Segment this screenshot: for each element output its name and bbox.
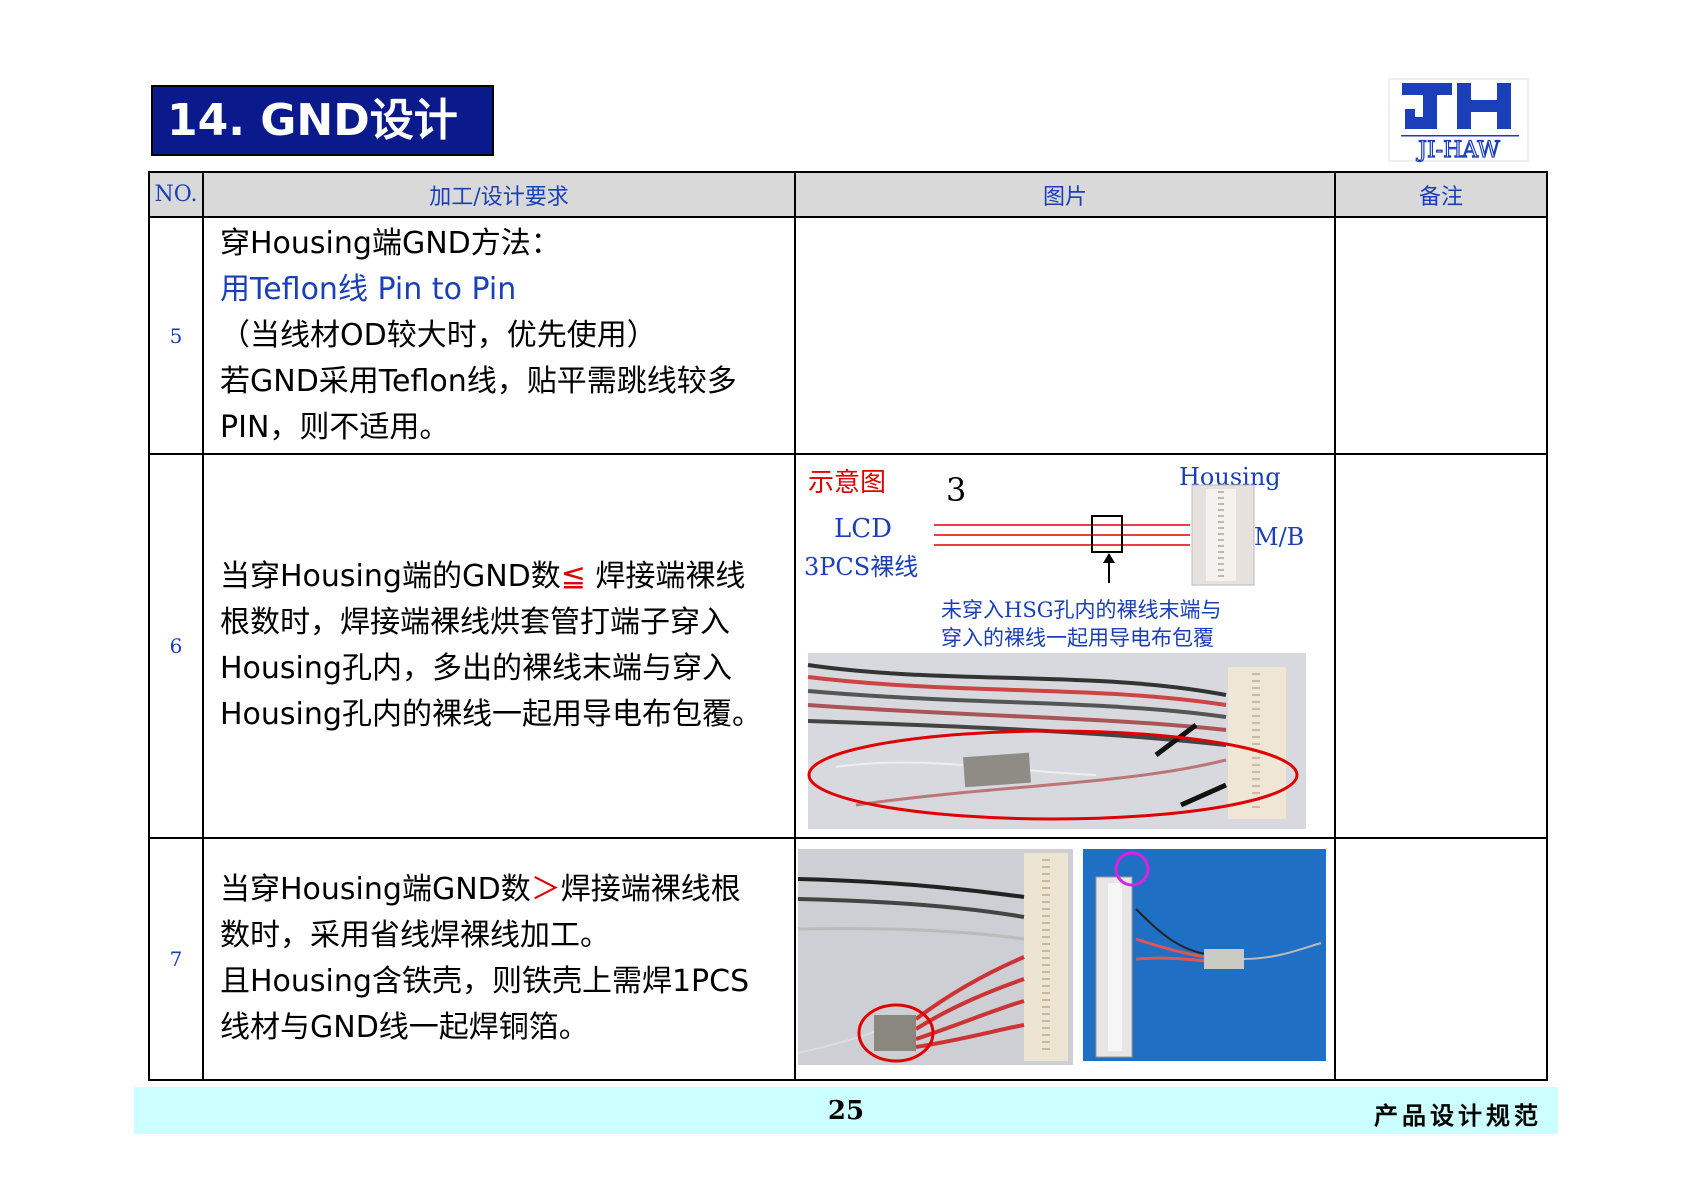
- requirement-cell: 当穿Housing端GND数＞焊接端裸线根 数时，采用省线焊裸线加工。 且Hou…: [202, 837, 796, 1081]
- handwritten-mark: 3: [946, 471, 966, 509]
- table-header-row: NO. 加工/设计要求 图片 备注: [148, 171, 1548, 218]
- caption-line-1: 未穿入HSG孔内的裸线末端与: [941, 598, 1221, 622]
- requirement-cell: 穿Housing端GND方法： 用Teflon线 Pin to Pin （当线材…: [202, 216, 796, 455]
- spec-table: NO. 加工/设计要求 图片 备注 5 穿Housing端GND方法： 用Tef…: [148, 171, 1548, 1081]
- header-picture: 图片: [794, 171, 1336, 218]
- picture-cell: 示意图 3 LCD 3PCS裸线 Housing M/B: [794, 453, 1336, 839]
- cable-photo-right: [1083, 849, 1326, 1061]
- requirement-line: 若GND采用Teflon线，贴平需跳线较多: [220, 363, 737, 399]
- greater-than-symbol: ＞: [530, 872, 561, 907]
- table-row: 6 当穿Housing端的GND数≦ 焊接端裸线 根数时，焊接端裸线烘套管打端子…: [148, 453, 1548, 839]
- table-row: 5 穿Housing端GND方法： 用Teflon线 Pin to Pin （当…: [148, 216, 1548, 455]
- footer-bar: 25 产品设计规范: [134, 1087, 1558, 1134]
- requirement-line: 用Teflon线 Pin to Pin: [220, 271, 517, 307]
- logo-text: JI-HAW: [1416, 138, 1500, 163]
- caption-line-2: 穿入的裸线一起用导电布包覆: [941, 626, 1214, 650]
- picture-cell: [794, 216, 1336, 455]
- arrow-icon: [1103, 553, 1115, 563]
- row-number: 6: [148, 453, 204, 839]
- cable-photo: [807, 653, 1306, 829]
- note-cell: [1334, 837, 1548, 1081]
- header-note: 备注: [1334, 171, 1548, 218]
- lcd-label: LCD: [834, 514, 892, 544]
- row-number: 5: [148, 216, 204, 455]
- header-no: NO.: [148, 171, 204, 218]
- requirement-line: 线材与GND线一起焊铜箔。: [220, 1010, 589, 1045]
- wrap-box: [1091, 515, 1123, 553]
- requirement-line: （当线材OD较大时，优先使用）: [220, 317, 657, 353]
- requirement-line: 当穿Housing端GND数＞焊接端裸线根: [220, 872, 741, 907]
- housing-connector: [1191, 484, 1255, 586]
- requirement-line: 穿Housing端GND方法：: [220, 225, 561, 261]
- photos: [797, 849, 1326, 1065]
- wires-label: 3PCS裸线: [804, 553, 918, 581]
- mb-label: M/B: [1254, 523, 1304, 551]
- header-requirement: 加工/设计要求: [202, 171, 796, 218]
- requirement-cell: 当穿Housing端的GND数≦ 焊接端裸线 根数时，焊接端裸线烘套管打端子穿入…: [202, 453, 796, 839]
- requirement-line: 当穿Housing端的GND数≦ 焊接端裸线: [220, 559, 746, 594]
- page-title: 14. GND设计: [151, 85, 494, 156]
- table-row: 7 当穿Housing端GND数＞焊接端裸线根 数时，采用省线焊裸线加工。 且H…: [148, 837, 1548, 1081]
- requirement-line: 根数时，焊接端裸线烘套管打端子穿入: [220, 605, 730, 640]
- requirement-line: 且Housing含铁壳，则铁壳上需焊1PCS: [220, 964, 750, 999]
- cable-photo-left: [797, 849, 1073, 1065]
- row-number: 7: [148, 837, 204, 1081]
- gnd-diagram: 示意图 3 LCD 3PCS裸线 Housing M/B: [804, 463, 1306, 829]
- diagram-label: 示意图: [808, 468, 886, 498]
- requirement-line: 数时，采用省线焊裸线加工。: [220, 918, 610, 953]
- note-cell: [1334, 216, 1548, 455]
- page-number: 25: [827, 1096, 865, 1126]
- picture-cell: [794, 837, 1336, 1081]
- requirement-line: Housing孔内的裸线一起用导电布包覆。: [220, 697, 762, 732]
- ji-haw-logo: JI-HAW: [1388, 78, 1529, 163]
- requirement-line: PIN，则不适用。: [220, 409, 450, 445]
- footer-title: 产品设计规范: [1374, 1101, 1542, 1130]
- less-equal-symbol: ≦: [560, 559, 586, 594]
- wire-lines: [934, 524, 1190, 546]
- note-cell: [1334, 453, 1548, 839]
- requirement-line: Housing孔内，多出的裸线末端与穿入: [220, 651, 732, 686]
